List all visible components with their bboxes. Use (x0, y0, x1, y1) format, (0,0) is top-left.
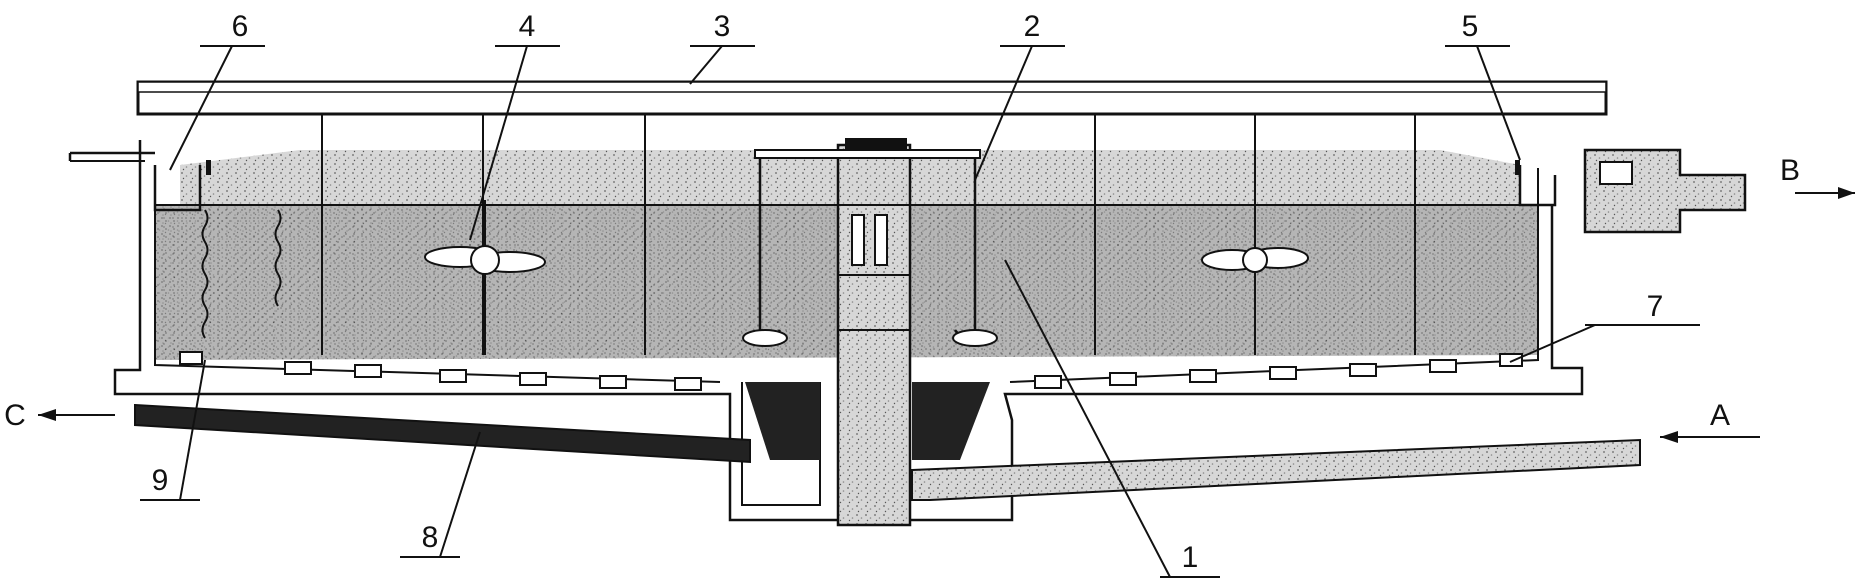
inlet-pipe (911, 438, 1641, 501)
callout-4: 4 (519, 10, 536, 43)
impeller-left (424, 200, 546, 355)
callout-3: 3 (714, 10, 731, 43)
leader-lines (140, 45, 1700, 578)
weir-trough-right (1518, 165, 1557, 207)
callout-9: 9 (152, 464, 169, 497)
arrow-a (1660, 431, 1760, 443)
callout-7: 7 (1647, 290, 1664, 323)
sludge-outlet-pipe (134, 403, 751, 464)
flow-label-c: C (4, 399, 26, 432)
flow-label-b: B (1780, 154, 1800, 187)
arrow-c (38, 409, 115, 421)
callout-6: 6 (232, 10, 249, 43)
callout-2: 2 (1024, 10, 1041, 43)
callout-8: 8 (422, 521, 439, 554)
central-column (836, 143, 912, 527)
weir-trough-left (153, 165, 202, 212)
callout-1: 1 (1182, 541, 1199, 574)
callout-5: 5 (1462, 10, 1479, 43)
scum-baffle-wavy (201, 209, 209, 339)
scraper-blades (179, 351, 1523, 391)
arrow-b (1795, 187, 1855, 199)
flow-label-a: A (1710, 399, 1730, 432)
impeller-right (1201, 200, 1309, 355)
